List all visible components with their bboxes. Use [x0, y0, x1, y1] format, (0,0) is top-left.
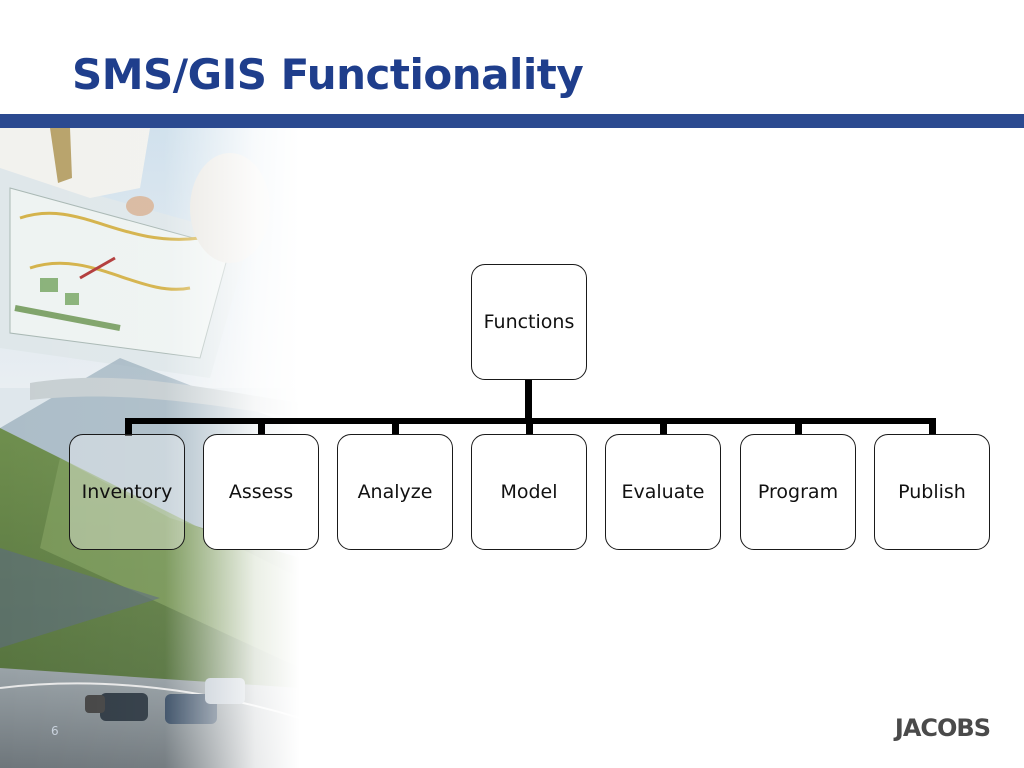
node-evaluate: Evaluate [605, 434, 721, 550]
node-functions: Functions [471, 264, 587, 380]
title-underline-bar [0, 114, 1024, 128]
connector-stem-evaluate [660, 418, 667, 436]
connector-stem-inventory [125, 418, 132, 436]
connector-root-stem [525, 379, 532, 420]
node-label: Analyze [357, 481, 433, 503]
node-inventory: Inventory [69, 434, 185, 550]
connector-stem-publish [929, 418, 936, 436]
node-label: Publish [898, 481, 966, 503]
node-label: Functions [483, 311, 575, 333]
node-label: Evaluate [621, 481, 705, 503]
node-model: Model [471, 434, 587, 550]
connector-stem-model [526, 418, 533, 436]
connector-stem-assess [258, 418, 265, 436]
node-program: Program [740, 434, 856, 550]
node-label: Assess [228, 481, 294, 503]
node-label: Model [500, 481, 558, 503]
connector-stem-program [795, 418, 802, 436]
jacobs-logo: JACOBS [894, 714, 991, 742]
connector-stem-analyze [392, 418, 399, 436]
node-analyze: Analyze [337, 434, 453, 550]
node-publish: Publish [874, 434, 990, 550]
node-label: Program [757, 481, 839, 503]
page-number: 6 [51, 724, 59, 738]
slide-title: SMS/GIS Functionality [72, 50, 584, 99]
node-label: Inventory [81, 481, 173, 503]
node-assess: Assess [203, 434, 319, 550]
